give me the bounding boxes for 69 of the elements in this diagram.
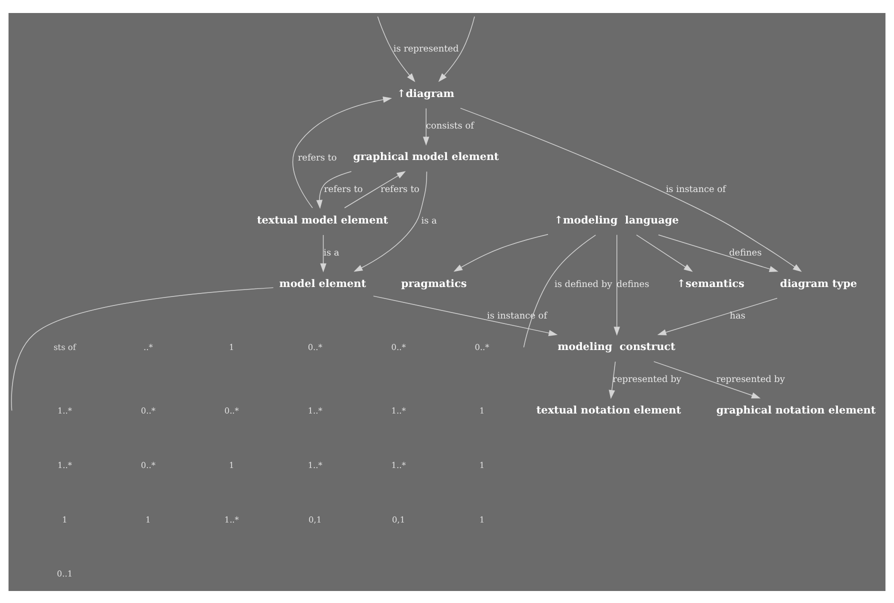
connector <box>11 286 274 411</box>
edge-label: has <box>730 311 746 322</box>
edge-label: represented by <box>716 374 785 385</box>
edge-label: refers to <box>380 184 420 195</box>
arrow <box>614 234 620 336</box>
node-text: modeling construct <box>558 340 676 353</box>
arrow <box>373 295 558 336</box>
node-text: ↑diagram <box>397 87 454 100</box>
label: sts of <box>54 342 76 352</box>
arrow <box>316 170 352 208</box>
label: 1 <box>62 514 68 524</box>
label: 0..1 <box>56 568 73 578</box>
label: 0..* <box>140 459 156 470</box>
arrow <box>608 360 616 398</box>
node-text: model element <box>279 277 366 290</box>
label: 0..* <box>474 342 490 352</box>
arrow <box>422 107 430 146</box>
arrow <box>653 360 761 398</box>
label: 1..* <box>308 459 322 470</box>
edge-label: refers to <box>298 152 337 163</box>
edge-label: defines <box>729 248 762 258</box>
label: 0,1 <box>308 514 322 524</box>
label: 0,1 <box>392 514 406 524</box>
node-text: ↑semantics <box>676 277 744 290</box>
label: 1..* <box>57 405 72 416</box>
label: 1 <box>479 459 485 470</box>
node-text: graphical model element <box>353 150 499 163</box>
node-text: textual model element <box>256 214 388 226</box>
edge-label: is instance of <box>666 184 726 195</box>
edge-label: represented by <box>612 374 682 385</box>
edge-label: consists of <box>426 121 474 132</box>
label: 1..* <box>391 405 406 416</box>
label: 0..* <box>308 342 322 352</box>
arrow <box>438 16 475 82</box>
label: 0..* <box>391 342 406 352</box>
label: 1 <box>479 405 485 416</box>
connector <box>523 234 596 348</box>
arrow <box>460 107 802 272</box>
edge-label: defines <box>616 280 650 290</box>
label: 1 <box>146 514 151 524</box>
label: 1 <box>229 342 234 352</box>
node-text: pragmatics <box>401 277 467 290</box>
edge-label: refers to <box>324 184 363 195</box>
arrow <box>657 297 778 335</box>
node-text: diagram type <box>780 277 858 290</box>
arrow <box>320 234 326 272</box>
label: ..* <box>144 342 153 352</box>
arrow <box>292 96 392 208</box>
arrow <box>658 234 778 272</box>
edge-label: is a <box>324 248 340 258</box>
edge-label: is a <box>421 216 437 226</box>
arrow <box>636 234 693 272</box>
node-text: ↑modeling language <box>554 214 679 226</box>
edge-label: is defined by <box>554 280 612 290</box>
label: 0..* <box>224 405 239 416</box>
arrow <box>344 170 406 208</box>
label: 1..* <box>57 459 72 470</box>
label: 1 <box>229 459 234 470</box>
arrow <box>354 170 428 272</box>
arrow <box>454 233 548 272</box>
label: 1..* <box>224 514 239 524</box>
label: 1..* <box>391 459 406 470</box>
edge-label: is represented <box>393 44 459 54</box>
label: 1 <box>479 514 485 524</box>
label: 1..* <box>308 405 322 416</box>
node-text: graphical notation element <box>716 404 876 416</box>
label: 0..* <box>140 405 156 416</box>
arrow <box>377 16 416 82</box>
node-text: textual notation element <box>536 404 682 416</box>
